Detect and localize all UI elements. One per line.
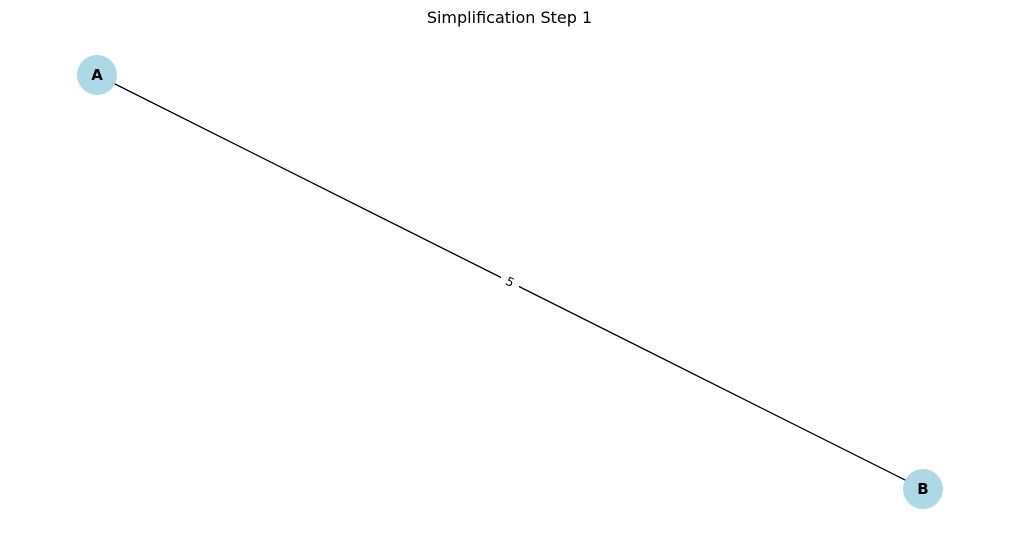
diagram-title: Simplification Step 1 <box>426 8 593 27</box>
node-a: A <box>77 55 117 95</box>
node-a-label: A <box>91 66 103 84</box>
node-b: B <box>903 469 943 509</box>
node-a-circle <box>77 55 117 95</box>
edge-weight-label-group: 5 <box>501 273 519 290</box>
node-b-label: B <box>917 480 928 498</box>
edge-weight-label-background <box>501 273 519 289</box>
node-b-circle <box>903 469 943 509</box>
